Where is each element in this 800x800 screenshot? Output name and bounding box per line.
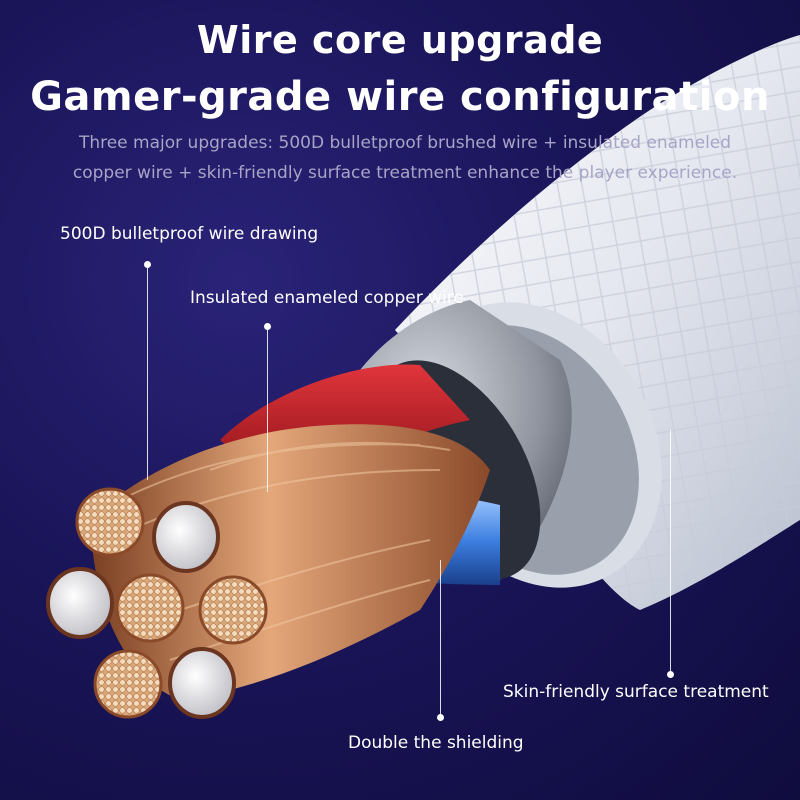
title-line-1: Wire core upgrade xyxy=(196,18,604,62)
subtitle: Three major upgrades: 500D bulletproof b… xyxy=(72,133,738,183)
callout-shielding-line xyxy=(440,560,441,718)
callout-copper-dot xyxy=(264,323,271,330)
callout-bulletproof-dot xyxy=(144,261,151,268)
callout-skin-label: Skin-friendly surface treatment xyxy=(503,682,769,702)
callout-bulletproof-line xyxy=(147,265,148,480)
callout-skin-line xyxy=(670,430,671,674)
callout-shielding-dot xyxy=(437,714,444,721)
callout-copper-line xyxy=(267,327,268,492)
callout-bulletproof-label: 500D bulletproof wire drawing xyxy=(60,224,319,244)
callout-shielding-label: Double the shielding xyxy=(348,733,524,753)
callout-copper-label: Insulated enameled copper wire xyxy=(190,288,464,308)
callout-skin-dot xyxy=(667,671,674,678)
title-line-2: Gamer-grade wire configuration xyxy=(30,74,770,120)
